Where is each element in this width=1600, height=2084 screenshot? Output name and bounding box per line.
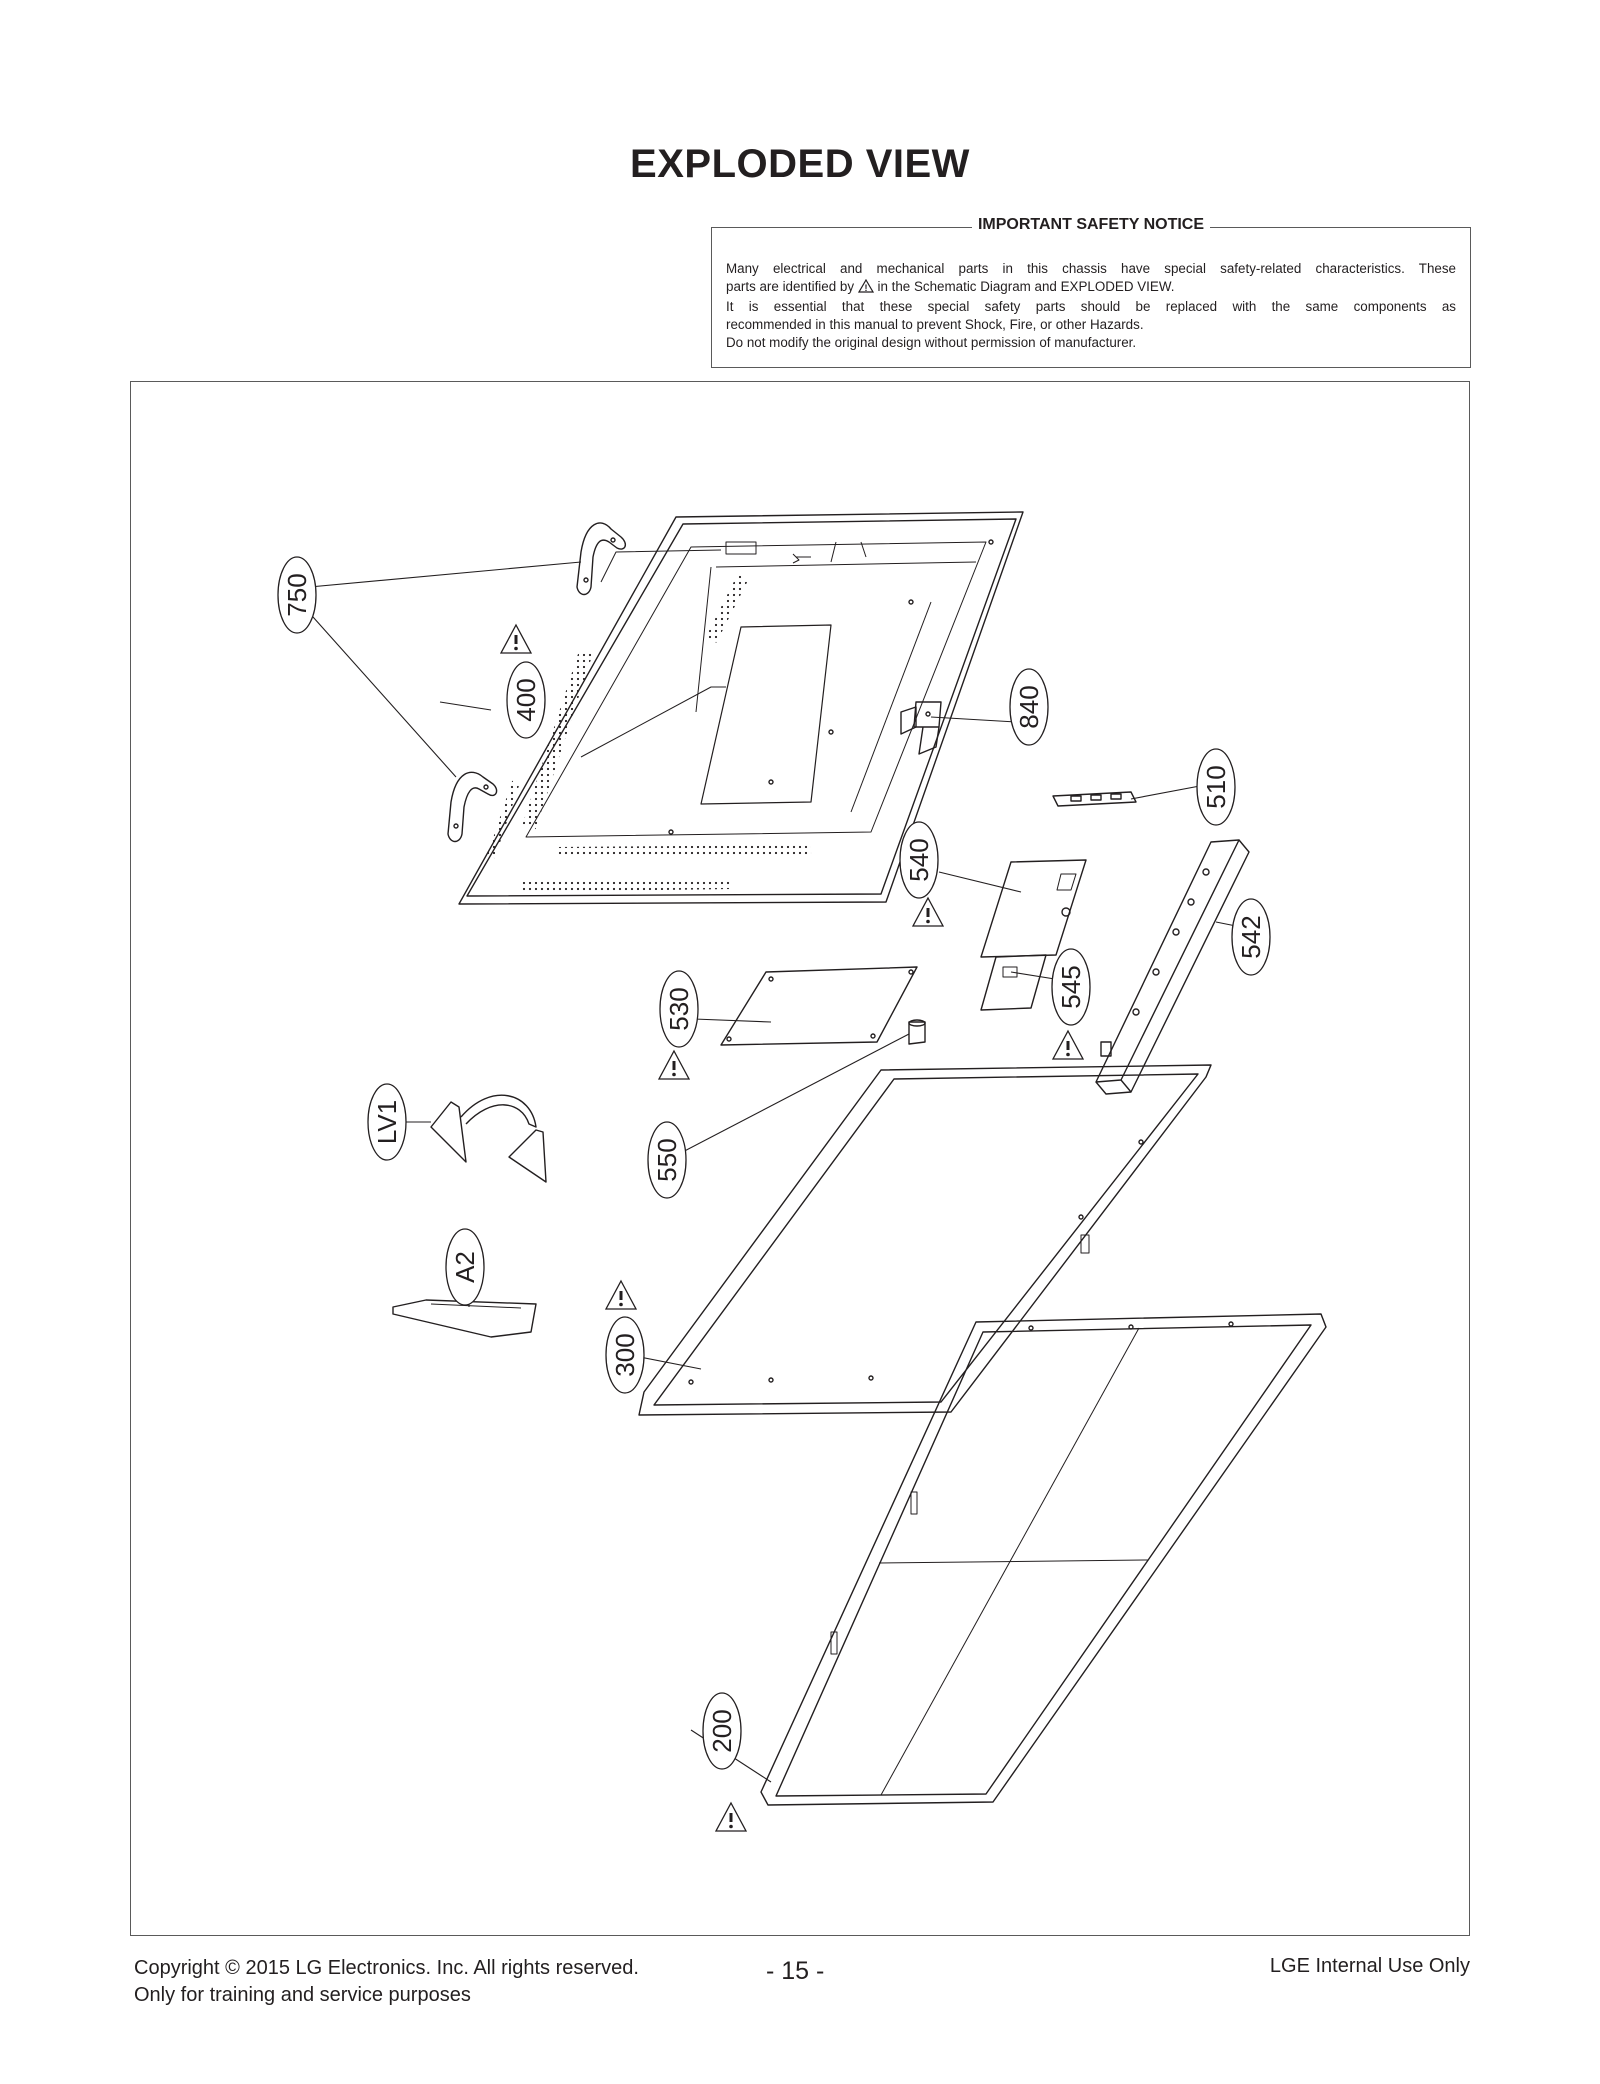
part-label-540: 540	[904, 838, 934, 881]
back-cover-part-400	[458, 511, 1024, 905]
notice-line-5: Do not modify the original design withou…	[726, 335, 1137, 350]
leader-lines	[287, 561, 1242, 1783]
warning-triangle-icon	[604, 1279, 638, 1311]
board-part-510	[1052, 791, 1137, 807]
internal-use-text: LGE Internal Use Only	[1269, 1955, 1470, 1977]
notice-line-3: It is essential that these special safet…	[726, 299, 1456, 314]
part-label-545: 545	[1056, 965, 1086, 1008]
part-label-300: 300	[610, 1333, 640, 1376]
notice-line-1: Many electrical and mechanical parts in …	[726, 261, 1456, 276]
warning-triangle-icon	[911, 896, 945, 928]
warning-triangle-icon	[714, 1801, 748, 1833]
shield-bracket-part-542	[1095, 839, 1250, 1095]
part-label-542: 542	[1236, 915, 1266, 958]
warning-triangle-icon	[1051, 1029, 1085, 1061]
purpose-text: Only for training and service purposes	[134, 1984, 471, 2006]
part-label-400: 400	[511, 678, 541, 721]
safety-notice-text: Many electrical and mechanical parts in …	[726, 260, 1456, 352]
part-label-200: 200	[707, 1709, 737, 1752]
middle-frame-part-300	[638, 1064, 1212, 1416]
cable-part-LV1	[430, 1094, 547, 1183]
part-label-A2: A2	[450, 1251, 480, 1283]
safety-notice-heading: IMPORTANT SAFETY NOTICE	[971, 216, 1211, 233]
part-label-550: 550	[652, 1138, 682, 1181]
notice-line-2: parts are identified by ! in the Schemat…	[726, 278, 1456, 298]
warning-triangle-icon	[499, 623, 533, 655]
svg-text:!: !	[864, 283, 867, 293]
bracket-part-840	[900, 701, 942, 755]
sub-board-part-545	[980, 954, 1047, 1011]
handle-part-750-top	[576, 522, 627, 596]
footer-left: Copyright © 2015 LG Electronics. Inc. Al…	[134, 1955, 639, 2009]
display-panel-part-200	[760, 1313, 1327, 1806]
warning-triangle-icon	[657, 1049, 691, 1081]
exploded-view-frame: 750 400 840 510 540 542 545 530 LV1 550 …	[130, 381, 1470, 1936]
remote-part-A2	[392, 1299, 537, 1338]
main-board-part-540	[980, 859, 1087, 958]
part-label-510: 510	[1201, 765, 1231, 808]
part-label-750: 750	[282, 573, 312, 616]
part-label-LV1: LV1	[372, 1100, 402, 1144]
handle-part-750-bottom	[447, 771, 498, 843]
copyright-text: Copyright © 2015 LG Electronics. Inc. Al…	[134, 1957, 639, 1979]
component-part-550	[908, 1019, 926, 1045]
safety-notice-box: IMPORTANT SAFETY NOTICE Many electrical …	[711, 216, 1471, 368]
notice-line-4: recommended in this manual to prevent Sh…	[726, 317, 1144, 332]
part-label-840: 840	[1014, 685, 1044, 728]
warning-triangle-icon: !	[857, 278, 874, 298]
exploded-view-diagram: 750 400 840 510 540 542 545 530 LV1 550 …	[277, 511, 1327, 1833]
part-label-530: 530	[664, 987, 694, 1030]
power-board-part-530	[720, 966, 918, 1046]
page-title: EXPLODED VIEW	[630, 142, 970, 186]
page-number: - 15 -	[766, 1957, 825, 1985]
